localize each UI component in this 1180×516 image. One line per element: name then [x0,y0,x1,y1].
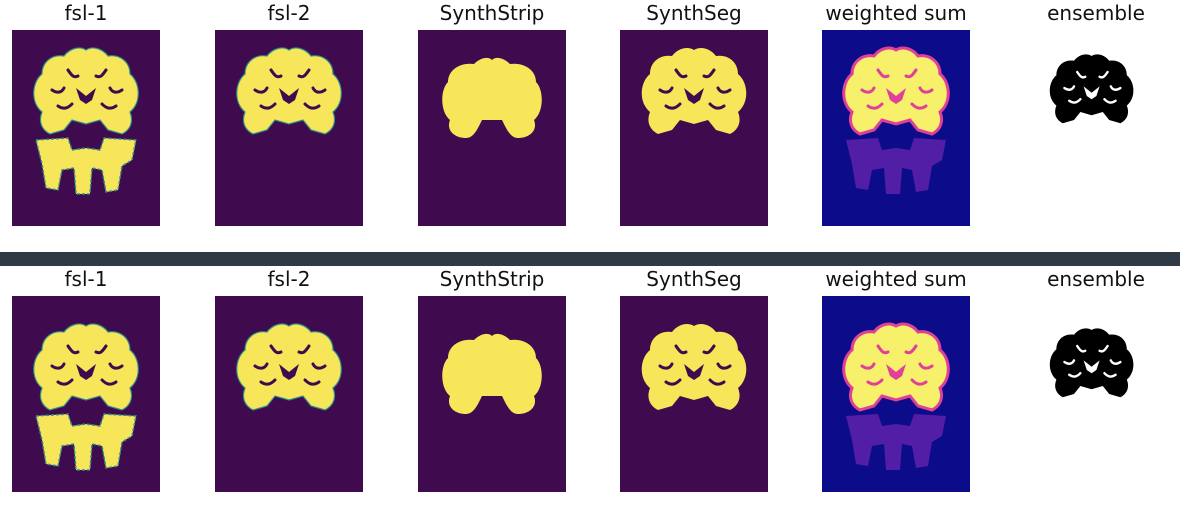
panel-title: SynthSeg [646,1,742,25]
panel-title: ensemble [1047,267,1145,291]
panel-seg: SynthSeg [620,0,800,250]
brain-mask-image [822,30,970,226]
panel-strip: SynthStrip [418,266,598,516]
brain-mask-image [215,30,363,226]
panel-title: weighted sum [825,1,967,25]
figure-row-1: fsl-1 fsl-2 SynthStrip SynthSeg weighted sum… [0,0,1180,250]
panel-fsl1: fsl-1 [12,266,192,516]
panel-seg: SynthSeg [620,266,800,516]
brain-mask-image [1049,328,1134,398]
brain-mask-image [1049,54,1134,124]
brain-mask-image [418,296,566,492]
brain-mask-image [418,30,566,226]
brain-mask-image [12,30,160,226]
brain-mask-image [12,296,160,492]
brain-mask-image [822,296,970,492]
panel-title: SynthSeg [646,267,742,291]
panel-title: fsl-1 [64,1,108,25]
panel-fsl2: fsl-2 [215,266,395,516]
brain-mask-image [620,296,768,492]
panel-fsl1: fsl-1 [12,0,192,250]
panel-title: ensemble [1047,1,1145,25]
panel-title: weighted sum [825,267,967,291]
panel-sum: weighted sum [822,266,1002,516]
panel-title: fsl-1 [64,267,108,291]
panel-title: SynthStrip [439,267,545,291]
brain-mask-image [620,30,768,226]
panel-fsl2: fsl-2 [215,0,395,250]
panel-ens: ensemble [1022,0,1180,250]
panel-strip: SynthStrip [418,0,598,250]
brain-mask-image [215,296,363,492]
panel-ens: ensemble [1022,266,1180,516]
panel-sum: weighted sum [822,0,1002,250]
panel-title: SynthStrip [439,1,545,25]
figure-row-2: fsl-1 fsl-2 SynthStrip SynthSeg weighted sum… [0,266,1180,516]
panel-title: fsl-2 [267,1,311,25]
row-divider [0,252,1180,266]
panel-title: fsl-2 [267,267,311,291]
